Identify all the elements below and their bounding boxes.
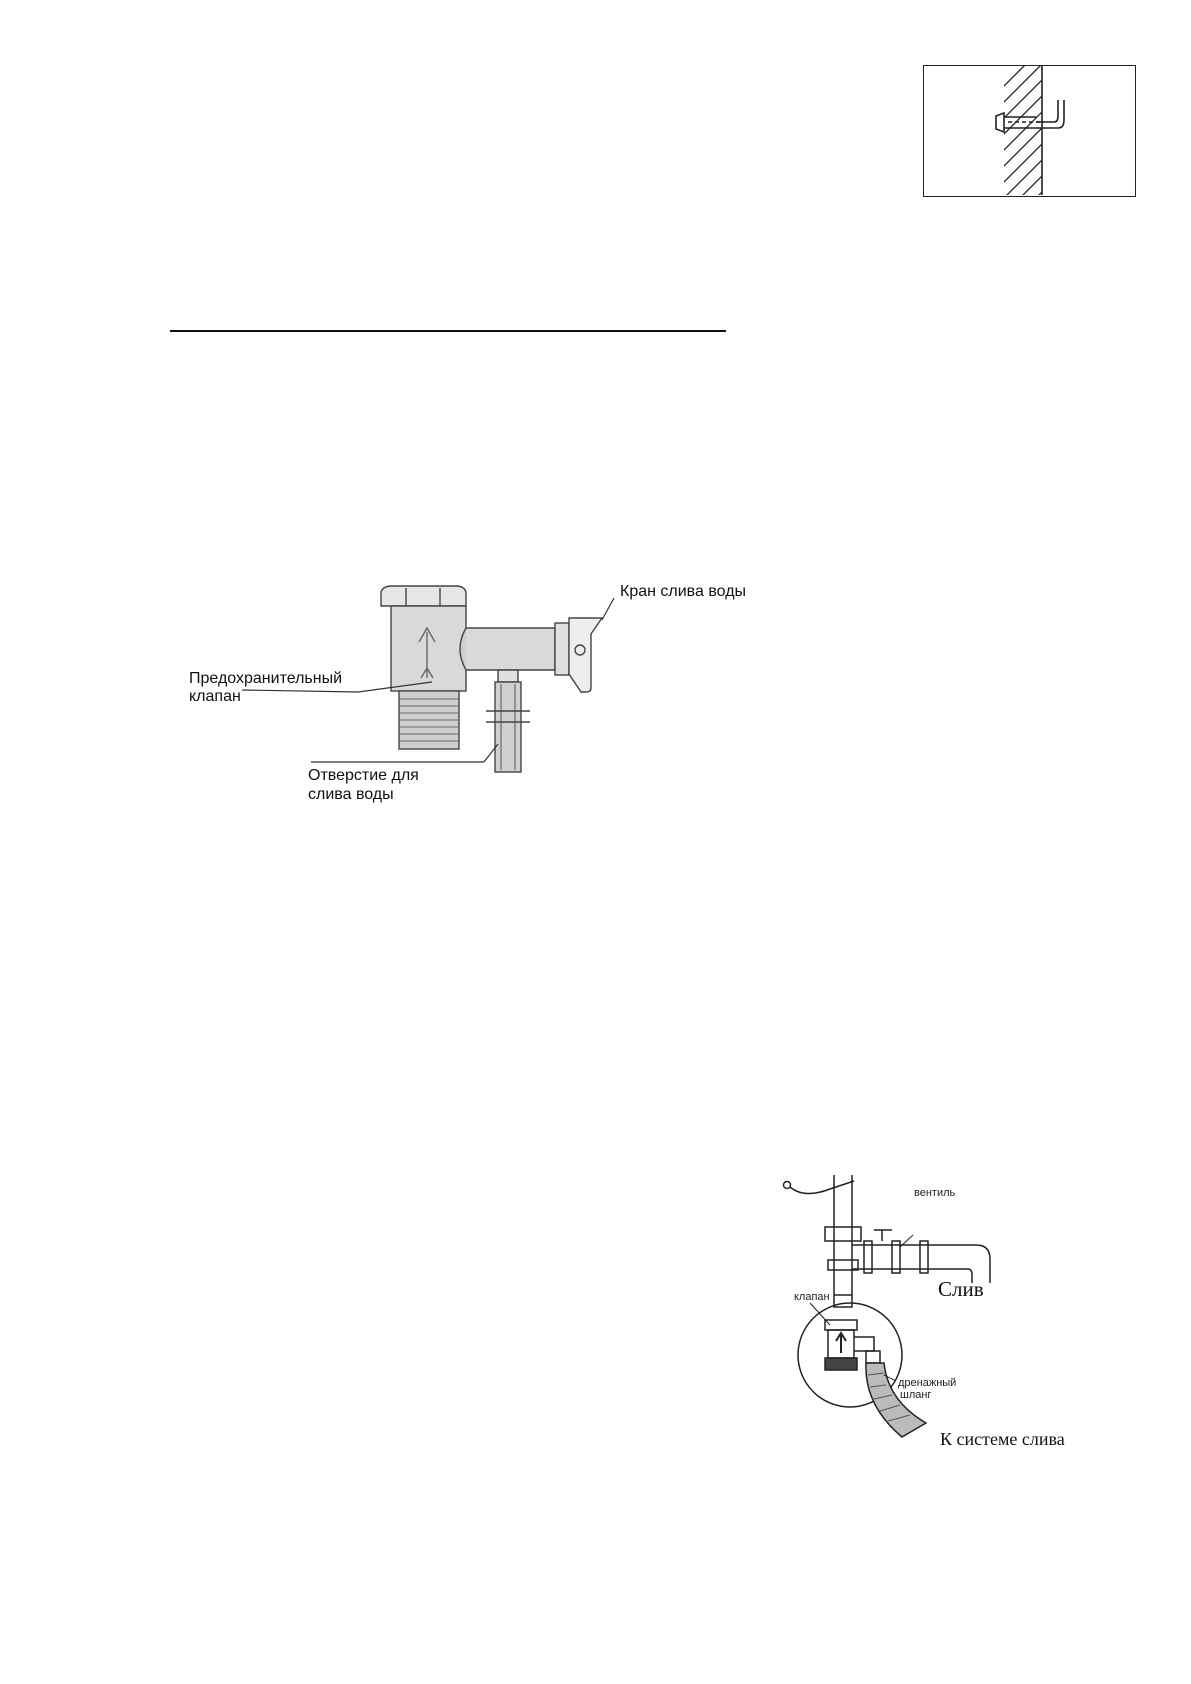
wall-anchor-figure xyxy=(923,65,1136,197)
scheme-valve-tap-label: вентиль xyxy=(914,1187,956,1199)
safety-valve-label-line2: клапан xyxy=(189,688,241,705)
dowel-hook xyxy=(995,100,1065,134)
wall-hatching xyxy=(1004,66,1042,195)
wall-anchor-drawing xyxy=(995,66,1065,195)
safety-valve-label-line1: Предохранительный xyxy=(189,670,343,687)
drain-scheme-figure: вентиль Слив клапан дренажный шланг К си… xyxy=(780,1175,1110,1455)
drain-tap-label: Кран слива воды xyxy=(620,583,747,600)
drain-hole-label-line1: Отверстие для xyxy=(308,767,419,784)
drain-hole-label-line2: слива воды xyxy=(308,786,394,803)
safety-valve-drawing xyxy=(241,585,615,773)
drain-scheme-drawing xyxy=(782,1175,991,1438)
scheme-drain-label: Слив xyxy=(938,1277,984,1301)
safety-valve-figure: Кран слива воды Предохранительный клапан… xyxy=(170,570,790,820)
scheme-valve-label: клапан xyxy=(794,1291,830,1303)
section-underline xyxy=(170,330,726,332)
scheme-hose-label-line1: дренажный xyxy=(898,1377,957,1389)
scheme-hose-label-line2: шланг xyxy=(900,1389,932,1401)
scheme-to-drain-system-label: К системе слива xyxy=(940,1429,1065,1449)
